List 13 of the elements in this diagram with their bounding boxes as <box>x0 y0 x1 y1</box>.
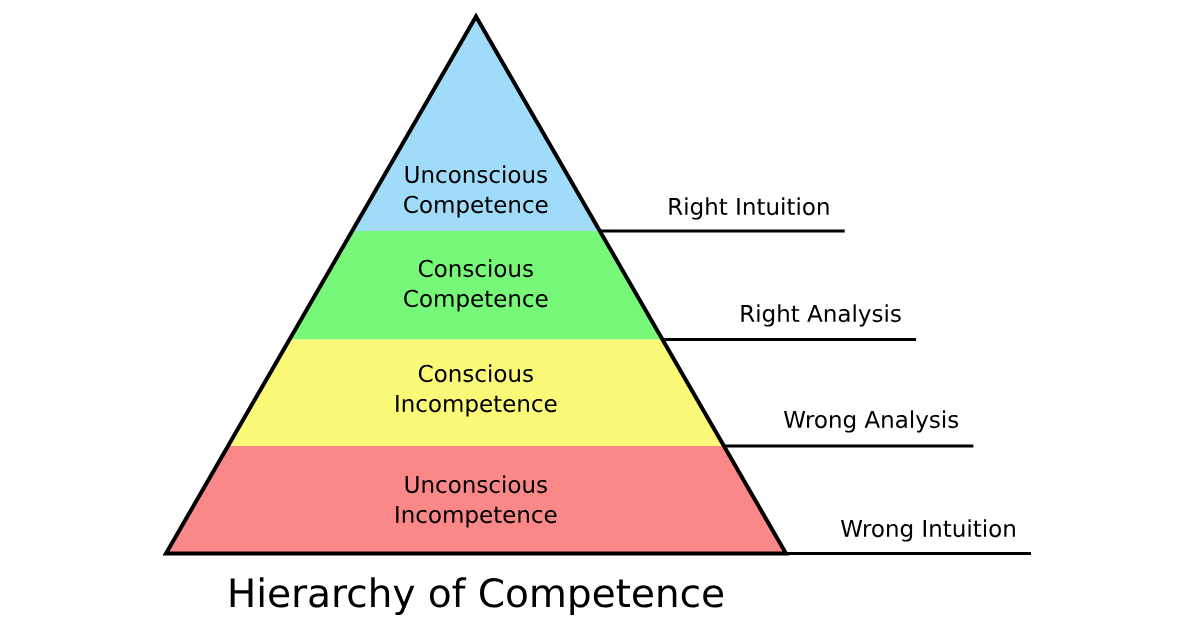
tier-label: Right Intuition <box>669 197 829 220</box>
leader-line <box>599 229 845 233</box>
pyramid-tier: Unconscious Competence <box>352 16 600 231</box>
tier-label: Wrong Analysis <box>784 410 959 433</box>
diagram-title: Hierarchy of Competence <box>230 577 723 616</box>
tier-label: Wrong Intuition <box>841 519 1015 542</box>
leader-line <box>786 552 1032 555</box>
pyramid-tier: Conscious Competence <box>289 231 663 340</box>
leader-line <box>662 338 917 341</box>
tier-label: Right Analysis <box>741 304 901 327</box>
pyramid-tier: Conscious Incompetence <box>228 339 724 446</box>
leader-line <box>723 444 974 448</box>
pyramid-tier: Unconscious Incompetence <box>166 446 786 554</box>
